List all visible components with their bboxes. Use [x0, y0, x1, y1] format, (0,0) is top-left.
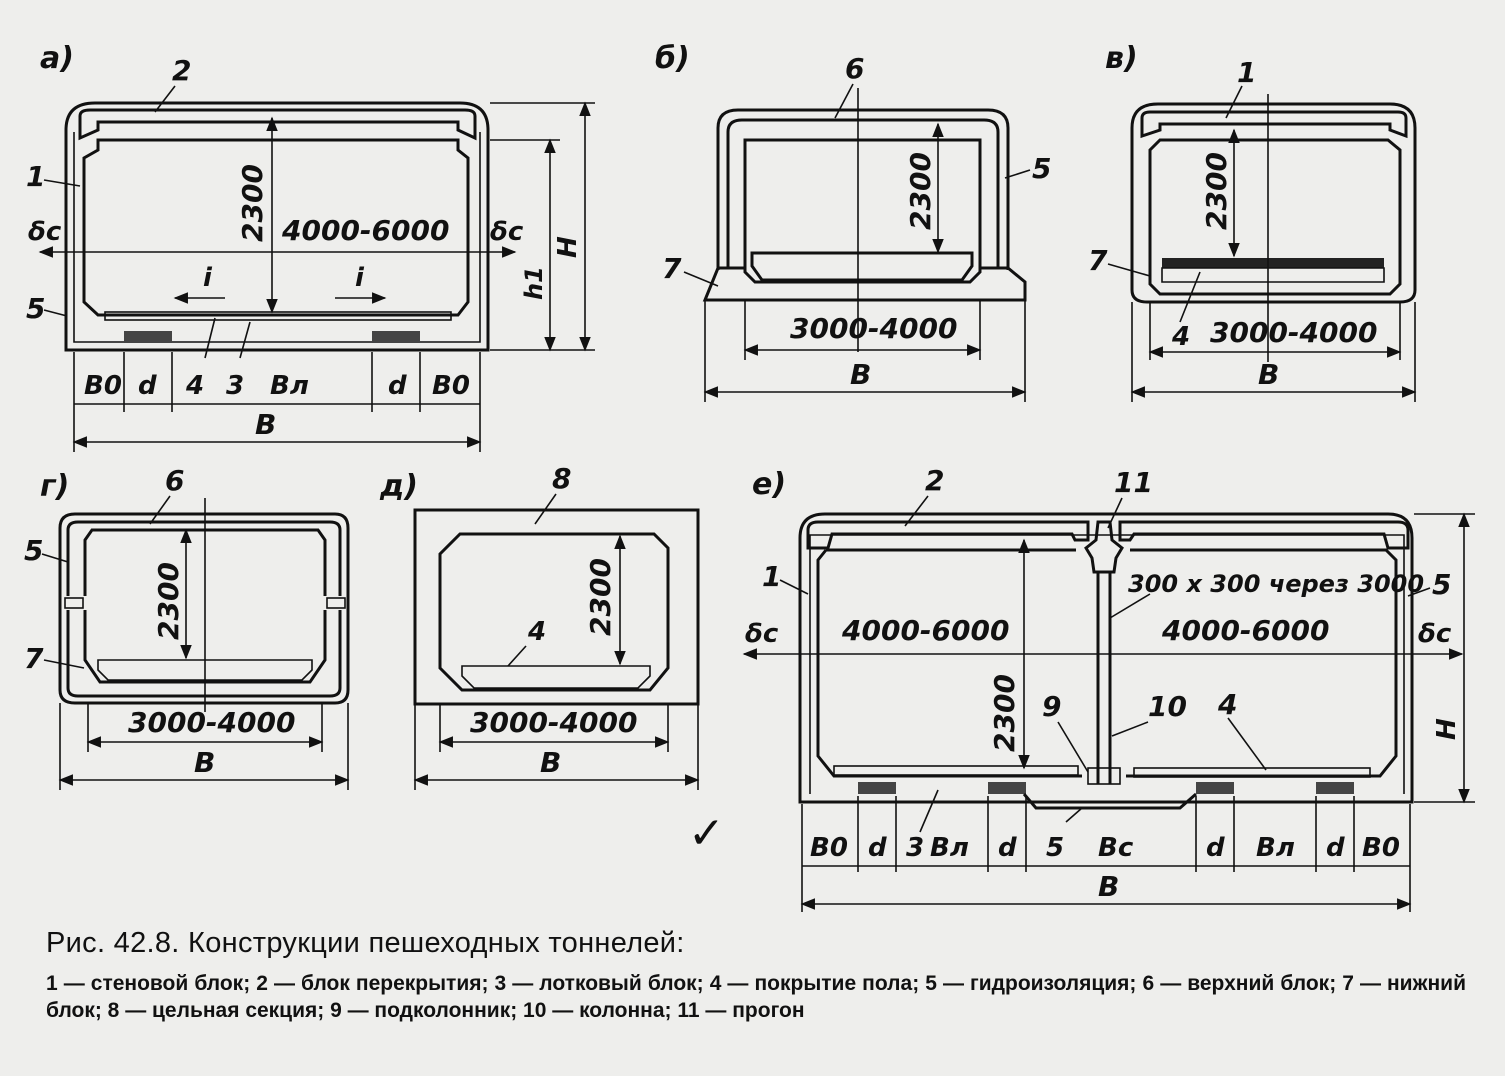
panel-v-label-1: 1 — [1237, 56, 1256, 89]
panel-e-dim-3: 3 — [906, 833, 924, 863]
panel-a-i-left: i — [203, 263, 213, 293]
panel-e-label-2: 2 — [925, 464, 944, 497]
caption-title: Рис. 42.8. Конструкции пешеходных тоннел… — [46, 927, 685, 959]
panel-e-dim-bl-left: Bл — [930, 833, 969, 863]
panel-g-label-5: 5 — [24, 534, 43, 567]
panel-b-label-6: 6 — [845, 52, 864, 85]
panel-e-dc-left: δc — [745, 619, 779, 649]
panel-a-dim-bl: Bл — [270, 371, 309, 401]
panel-e-column-note: 300 х 300 через 3000 — [1128, 570, 1424, 598]
panel-b: б) 2300 6 5 7 3000-4000 B — [655, 41, 1051, 402]
panel-a-H: H — [553, 236, 583, 258]
panel-e-dim-d3: d — [1206, 833, 1225, 863]
panel-d: д) 2300 8 4 3000-4000 B — [379, 462, 700, 790]
panel-v-tag: в) — [1105, 41, 1138, 76]
panel-e-label-10: 10 — [1148, 690, 1187, 723]
panel-a-dim-b0-left: B0 — [84, 371, 122, 401]
panel-d-tag: д) — [379, 469, 418, 504]
panel-e-dc-right: δc — [1418, 619, 1452, 649]
panel-e-dim-bl-right: Bл — [1256, 833, 1295, 863]
panel-v-height: 2300 — [1200, 152, 1233, 230]
panel-a-i-right: i — [355, 263, 365, 293]
panel-a-dim-3: 3 — [226, 371, 244, 401]
panel-a-bottom-dims: B0 d 4 3 Bл d B0 B — [72, 352, 482, 452]
caption-legend: 1 — стеновой блок; 2 — блок перекрытия; … — [46, 972, 1466, 1022]
panel-v-label-4: 4 — [1171, 322, 1190, 352]
panel-v-total: B — [1258, 358, 1279, 391]
panel-g-label-6: 6 — [165, 464, 184, 497]
panel-a-tag: а) — [40, 41, 74, 76]
panel-e: е) 2300 4000-6000 4000-6000 δc δc 300 х … — [742, 464, 1475, 912]
panel-b-label-7: 7 — [662, 252, 682, 285]
panel-e-label-5: 5 — [1432, 568, 1451, 601]
panel-a: а) 2300 4000-6000 δc δc i i 2 1 5 — [26, 41, 595, 452]
panel-a-label-2: 2 — [172, 54, 191, 87]
panel-e-width-left: 4000-6000 — [841, 614, 1009, 647]
panel-b-total: B — [850, 358, 871, 391]
panel-e-dim-bc: Bc — [1098, 833, 1134, 863]
panel-a-dc-left: δc — [28, 217, 62, 247]
panel-g-total: B — [194, 746, 215, 779]
panel-e-label-11: 11 — [1114, 466, 1153, 499]
panel-e-label-4: 4 — [1217, 688, 1237, 721]
panel-g-height: 2300 — [152, 562, 185, 640]
panel-e-H: H — [1432, 718, 1462, 740]
panel-a-dim-b0-right: B0 — [432, 371, 470, 401]
panel-e-dim-d4: d — [1326, 833, 1345, 863]
panel-e-dim-total: B — [1098, 870, 1119, 903]
panel-g-tag: г) — [40, 469, 69, 504]
panel-e-label-9: 9 — [1042, 690, 1061, 723]
panel-e-height: 2300 — [988, 674, 1021, 752]
panel-g-label-7: 7 — [24, 642, 44, 675]
panel-b-height: 2300 — [904, 152, 937, 230]
panel-g-width: 3000-4000 — [128, 706, 295, 739]
panel-v-label-7: 7 — [1088, 244, 1108, 277]
check-mark: ✓ — [688, 808, 725, 859]
panel-a-dim-d-right: d — [388, 371, 407, 401]
panel-a-dim-total: B — [255, 408, 276, 441]
panel-b-label-5: 5 — [1032, 152, 1051, 185]
panel-d-label-8: 8 — [552, 462, 571, 495]
panel-d-total: B — [540, 746, 561, 779]
panel-d-label-4: 4 — [527, 617, 546, 647]
figure-caption: Рис. 42.8. Конструкции пешеходных тоннел… — [46, 927, 1466, 1024]
panel-e-dim-b0-left: B0 — [810, 833, 848, 863]
panel-a-label-5: 5 — [26, 292, 45, 325]
panel-g: г) 2300 6 5 7 3000-4000 B — [24, 464, 350, 790]
panel-d-width: 3000-4000 — [470, 706, 637, 739]
panel-e-dim-5: 5 — [1046, 833, 1064, 863]
panel-e-dim-b0-right: B0 — [1362, 833, 1400, 863]
panel-b-width: 3000-4000 — [790, 312, 957, 345]
panel-e-dim-d1: d — [868, 833, 887, 863]
panel-a-dim-d-left: d — [138, 371, 157, 401]
panel-e-bottom-dims: B0 d 3 Bл d 5 Bc d Bл d B0 B — [800, 796, 1412, 912]
panel-d-height: 2300 — [584, 558, 617, 636]
panel-v: в) 2300 1 7 4 3000-4000 B — [1088, 41, 1417, 402]
panel-a-h1: h1 — [520, 266, 548, 300]
panel-e-tag: е) — [752, 467, 786, 502]
panel-a-dc-right: δc — [490, 217, 524, 247]
panel-b-tag: б) — [655, 41, 690, 76]
panel-v-width: 3000-4000 — [1210, 316, 1377, 349]
panel-a-label-1: 1 — [26, 160, 45, 193]
panel-a-width: 4000-6000 — [281, 214, 449, 247]
panel-e-label-1: 1 — [762, 560, 781, 593]
panel-e-width-right: 4000-6000 — [1161, 614, 1329, 647]
panel-e-dim-d2: d — [998, 833, 1017, 863]
panel-a-dim-4: 4 — [185, 371, 204, 401]
panel-a-height: 2300 — [236, 164, 269, 242]
